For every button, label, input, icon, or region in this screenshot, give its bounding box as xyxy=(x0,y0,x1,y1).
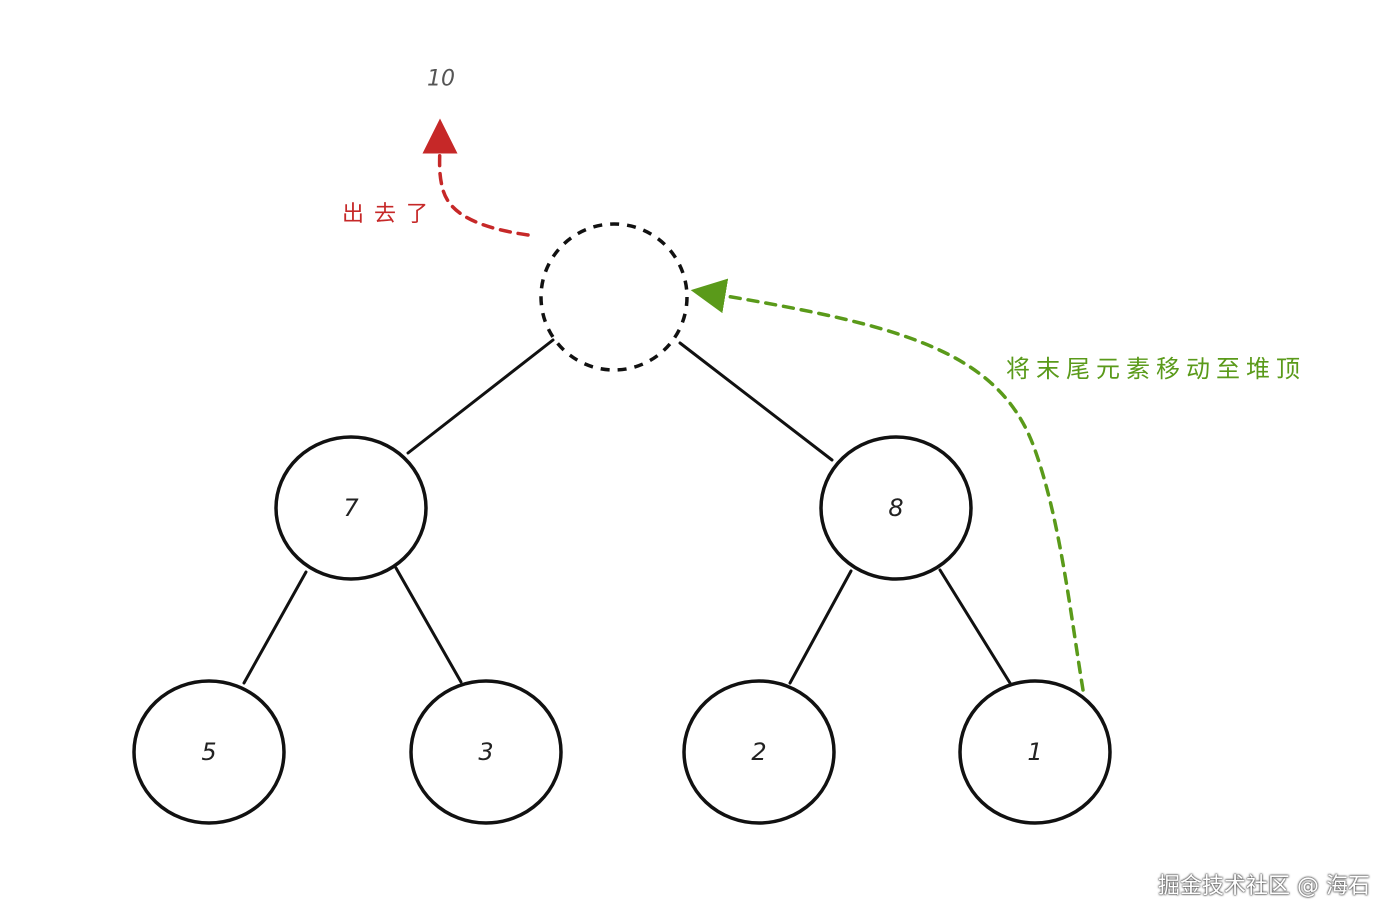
edge-root-7 xyxy=(406,338,555,455)
heap-node-3: 3 xyxy=(409,679,563,825)
watermark-text: 掘金技术社区 @ 海石 xyxy=(1158,874,1370,899)
popped-arrow xyxy=(422,118,530,237)
node-label-3: 3 xyxy=(478,738,493,766)
node-label-5: 5 xyxy=(201,738,216,766)
popped-annotation: 出去了 xyxy=(342,202,438,227)
edge-root-8 xyxy=(678,341,834,462)
edge-8-1 xyxy=(938,568,1012,685)
edge-7-3 xyxy=(394,566,463,684)
heap-node-1: 1 xyxy=(958,679,1112,825)
edge-8-2 xyxy=(788,569,853,685)
empty-root-node xyxy=(539,222,689,372)
popped-value-label: 10 xyxy=(427,67,455,92)
heap-node-7: 7 xyxy=(274,435,428,581)
heap-node-2: 2 xyxy=(682,679,836,825)
heap-node-5: 5 xyxy=(132,679,286,825)
move-arrow xyxy=(690,278,1085,692)
heap-node-8: 8 xyxy=(819,435,973,581)
node-label-2: 2 xyxy=(751,738,766,766)
node-label-8: 8 xyxy=(888,494,903,522)
edge-7-5 xyxy=(242,570,308,685)
move-annotation: 将末尾元素移动至堆顶 xyxy=(1006,355,1306,383)
node-label-7: 7 xyxy=(343,494,359,522)
node-label-1: 1 xyxy=(1027,738,1042,766)
